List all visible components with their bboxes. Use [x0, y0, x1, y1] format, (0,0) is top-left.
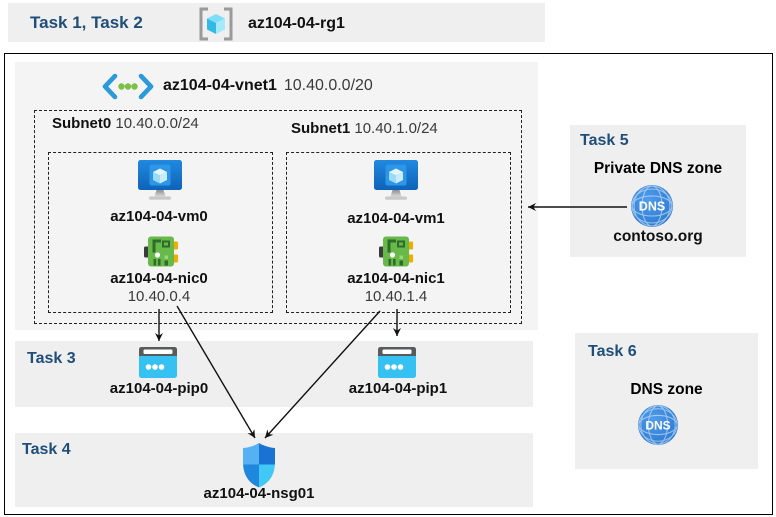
subnet1-cidr: 10.40.1.0/24 [354, 120, 438, 137]
resource-group-icon [196, 6, 236, 42]
subnet1-label: Subnet1 10.40.1.0/24 [291, 121, 438, 136]
vnet-area [15, 62, 538, 330]
nic1-name: az104-04-nic1 [347, 270, 445, 287]
pip1-name: az104-04-pip1 [348, 380, 448, 397]
nic0-name: az104-04-nic0 [110, 270, 208, 287]
vnet-icon [102, 73, 154, 101]
private-dns-zone-icon: DNS [630, 184, 674, 228]
vm0-icon [137, 160, 183, 200]
vm0-name: az104-04-vm0 [110, 208, 208, 225]
nic0-ip: 10.40.0.4 [127, 288, 191, 305]
vnet-title: az104-04-vnet1 10.40.0.0/20 [163, 77, 373, 95]
task5-title: Private DNS zone [593, 160, 723, 177]
task5-label: Task 5 [580, 132, 629, 149]
dns-icon-text: DNS [645, 418, 670, 432]
nsg-shield-icon [241, 442, 277, 489]
pip0-icon [139, 347, 177, 378]
task3-band [15, 341, 533, 407]
vnet-name: az104-04-vnet1 [163, 77, 277, 94]
dns-zone-icon: DNS [637, 404, 679, 446]
pip1-icon [378, 347, 416, 378]
subnet1-box [286, 152, 511, 313]
subnet0-cidr: 10.40.0.0/24 [115, 115, 199, 132]
nic1-icon [379, 236, 413, 267]
task6-label: Task 6 [588, 343, 637, 360]
private-dns-zone-name: contoso.org [613, 228, 703, 245]
pip0-name: az104-04-pip0 [109, 380, 209, 397]
vnet-cidr: 10.40.0.0/20 [283, 77, 373, 94]
nic0-icon [144, 236, 178, 267]
nsg-name: az104-04-nsg01 [203, 485, 315, 502]
task3-label: Task 3 [27, 350, 76, 367]
task4-label: Task 4 [22, 441, 71, 458]
top-task-band [8, 3, 545, 42]
subnet0-box [48, 152, 273, 313]
vm1-icon [373, 160, 419, 200]
task6-box [575, 333, 758, 469]
nic1-ip: 10.40.1.4 [364, 288, 428, 305]
task6-title: DNS zone [630, 381, 703, 398]
resource-group-name: az104-04-rg1 [248, 15, 345, 32]
dns-icon-text: DNS [639, 200, 665, 214]
vm1-name: az104-04-vm1 [347, 210, 445, 227]
subnet0-label: Subnet0 10.40.0.0/24 [52, 116, 199, 131]
task-1-2-label: Task 1, Task 2 [30, 13, 143, 32]
subnet0-name: Subnet0 [52, 115, 112, 132]
subnet1-name: Subnet1 [291, 120, 351, 137]
